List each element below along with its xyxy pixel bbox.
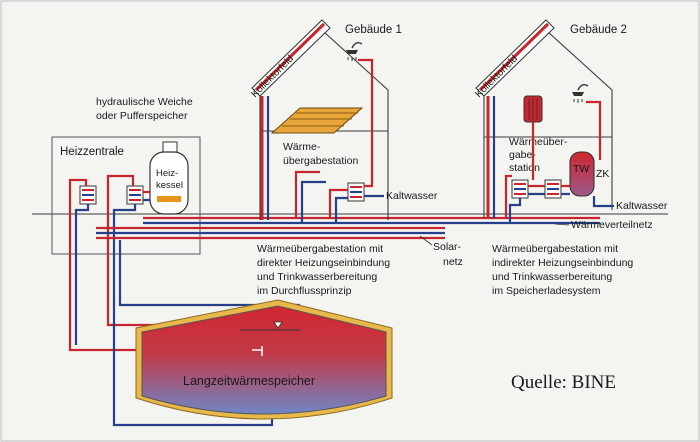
heating-central-box [51, 136, 201, 255]
cold-water-1-label: Kaltwasser [386, 190, 438, 202]
station-1-label-2: übergabestation [283, 155, 358, 167]
solar-net-label-2: netz [443, 256, 463, 268]
heat-exchanger-icon [126, 185, 144, 205]
desc-2-line-3: und Trinkwasserbereitung [492, 271, 612, 283]
source-label: Quelle: BINE [511, 372, 616, 393]
heat-exchanger-icon [544, 179, 562, 199]
desc-2-line-1: Wärmeübergabestation mit [492, 243, 618, 255]
shower-icon [572, 83, 589, 103]
station-2-pipes [504, 100, 614, 223]
heat-exchanger-icon [79, 185, 97, 205]
hot-water-tank-icon [569, 151, 595, 197]
collector-field-1 [251, 19, 331, 220]
boiler-icon [149, 141, 189, 215]
storage-label: Langzeitwärmespeicher [183, 374, 315, 388]
station-2-label-3: station [509, 162, 540, 174]
cold-water-2-label: Kaltwasser [616, 200, 668, 212]
station-1-pipes [294, 58, 384, 223]
heat-exchanger-icon [511, 179, 529, 199]
distribution-network [96, 216, 600, 240]
station-1-label-1: Wärme- [283, 141, 321, 153]
distribution-net-label: Wärmeverteilnetz [571, 219, 653, 231]
desc-2-line-2: indirekter Heizungseinbindung [492, 257, 633, 269]
radiator-icon [523, 95, 543, 123]
zk-label: ZK [596, 168, 609, 180]
long-term-storage [135, 299, 393, 420]
solar-net-label-1: Solar- [433, 241, 462, 253]
desc-1-line-4: im Durchflussprinzip [257, 285, 352, 297]
collector-2-label: Kollektorfeld [473, 53, 520, 100]
boiler-label-1: Heiz- [156, 168, 178, 179]
collector-1-label: Kollektorfeld [249, 53, 296, 100]
shower-icon [346, 41, 363, 61]
station-2-label-2: gabe- [509, 149, 536, 161]
desc-1-line-1: Wärmeübergabestation mit [257, 243, 383, 255]
collector-field-2 [475, 19, 555, 218]
building-2-label: Gebäude 2 [570, 24, 627, 36]
central-pipes [68, 174, 150, 260]
station-2-label-1: Wärmeüber- [509, 136, 568, 148]
heat-exchanger-icon [347, 182, 365, 202]
heating-central-label: Heizzentrale [60, 146, 124, 158]
radiator-icon [270, 107, 364, 134]
hydraulic-switch-label-1: hydraulische Weiche [96, 96, 193, 108]
hydraulic-switch-label-2: oder Pufferspeicher [96, 110, 188, 122]
desc-2-line-4: im Speicherladesystem [492, 285, 601, 297]
building-1-label: Gebäude 1 [345, 24, 402, 36]
boiler-label-2: kessel [156, 180, 183, 191]
desc-1-line-2: direkter Heizungseinbindung [257, 257, 390, 269]
tw-label: TW [573, 163, 589, 175]
desc-1-line-3: und Trinkwasserbereitung [257, 271, 377, 283]
